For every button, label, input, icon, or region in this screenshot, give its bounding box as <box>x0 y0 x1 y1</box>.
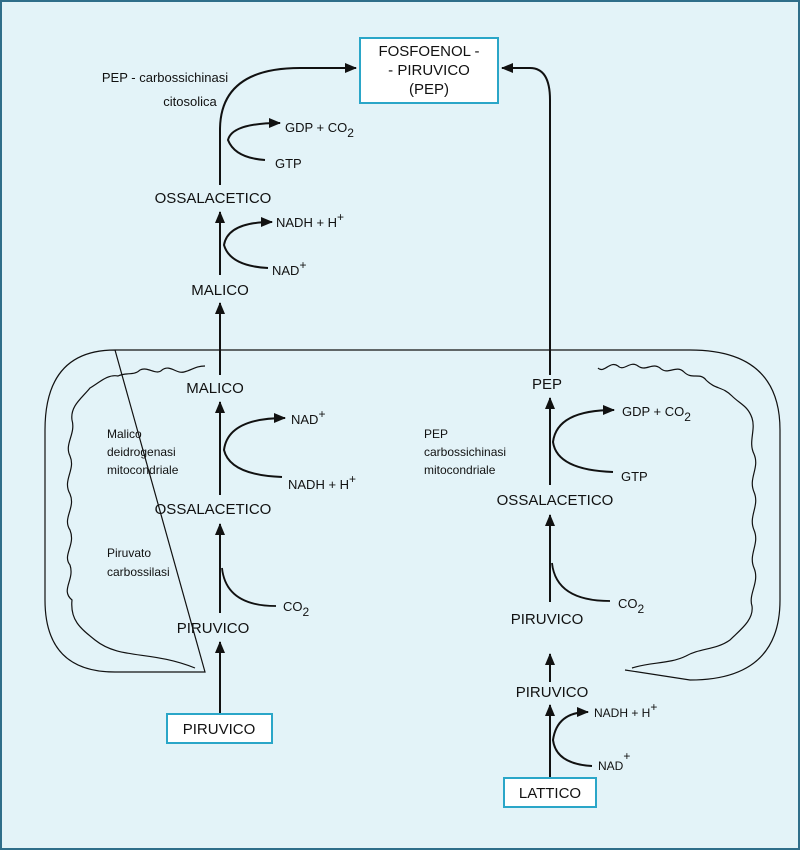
mito-right-enzyme-line2: carbossichinasi <box>424 445 506 459</box>
mito-left-nad: NAD+ <box>291 407 325 427</box>
cytosol-nad: NAD+ <box>272 258 306 278</box>
arrow-nadh-to-nad-mito <box>222 413 286 478</box>
pep-box-line1: FOSFOENOL - <box>378 43 479 60</box>
mito-right-co2: CO2 <box>618 596 645 616</box>
mitochondrion-inner-membrane-right <box>597 363 757 669</box>
piruvico-input-label: PIRUVICO <box>183 721 256 738</box>
arrow-gtp-to-gdp-cytosol <box>226 118 281 161</box>
mito-left-piruvico: PIRUVICO <box>177 620 250 637</box>
arrow-co2-consumed-mito <box>221 567 277 607</box>
mito-left-carbox-line2: carbossilasi <box>107 565 170 579</box>
mito-left-carbox-line1: Piruvato <box>107 546 151 560</box>
arrow-nad-to-nadh-cytosol <box>222 217 273 269</box>
cytosol-gdp-co2: GDP + CO2 <box>285 120 354 140</box>
mito-right-piruvico: PIRUVICO <box>511 611 584 628</box>
pep-box <box>359 37 499 104</box>
lattico-input-label: LATTICO <box>519 785 581 802</box>
lactate-nad: NAD+ <box>598 749 630 773</box>
arrow-pep-export <box>501 63 551 375</box>
cytosol-ossalacetico: OSSALACETICO <box>155 190 272 207</box>
mito-left-co2: CO2 <box>283 599 310 619</box>
arrow-co2-consumed-mito-right <box>551 562 611 602</box>
mito-right-enzyme-line3: mitocondriale <box>424 463 496 477</box>
mito-right-ossalacetico: OSSALACETICO <box>497 492 614 509</box>
mitochondrion-outer-membrane <box>44 349 781 681</box>
mito-right-gtp: GTP <box>621 469 648 484</box>
arrow-oaa-to-pep-cytosol <box>219 63 357 185</box>
piruvico-input-box <box>166 713 273 744</box>
cytosol-malico: MALICO <box>191 282 249 299</box>
arrow-gtp-to-gdp-mito <box>551 405 615 473</box>
arrow-nad-to-nadh-lactate <box>551 707 593 767</box>
cytosol-gtp: GTP <box>275 156 302 171</box>
cytosolic-enzyme-line1: PEP - carbossichinasi <box>102 70 228 85</box>
mito-left-enzyme-line3: mitocondriale <box>107 463 179 477</box>
mitochondrion-inner-membrane <box>66 365 206 669</box>
mito-left-enzyme-line1: Malico <box>107 427 142 441</box>
mito-left-nadh: NADH + H+ <box>288 472 356 492</box>
lactate-nadh: NADH + H+ <box>594 700 657 720</box>
mito-left-enzyme-line2: deidrogenasi <box>107 445 176 459</box>
mito-right-pep: PEP <box>532 376 562 393</box>
mito-left-ossalacetico: OSSALACETICO <box>155 501 272 518</box>
lactate-path-piruvico: PIRUVICO <box>516 684 589 701</box>
pep-box-line2: - PIRUVICO <box>388 62 470 79</box>
lattico-input-box <box>503 777 597 808</box>
mito-left-malico: MALICO <box>186 380 244 397</box>
mito-right-gdp-co2: GDP + CO2 <box>622 404 691 424</box>
mito-right-enzyme-line1: PEP <box>424 427 448 441</box>
cytosol-nadh: NADH + H+ <box>276 210 344 230</box>
pep-box-line3: (PEP) <box>409 81 449 98</box>
cytosolic-enzyme-line2: citosolica <box>163 94 217 109</box>
